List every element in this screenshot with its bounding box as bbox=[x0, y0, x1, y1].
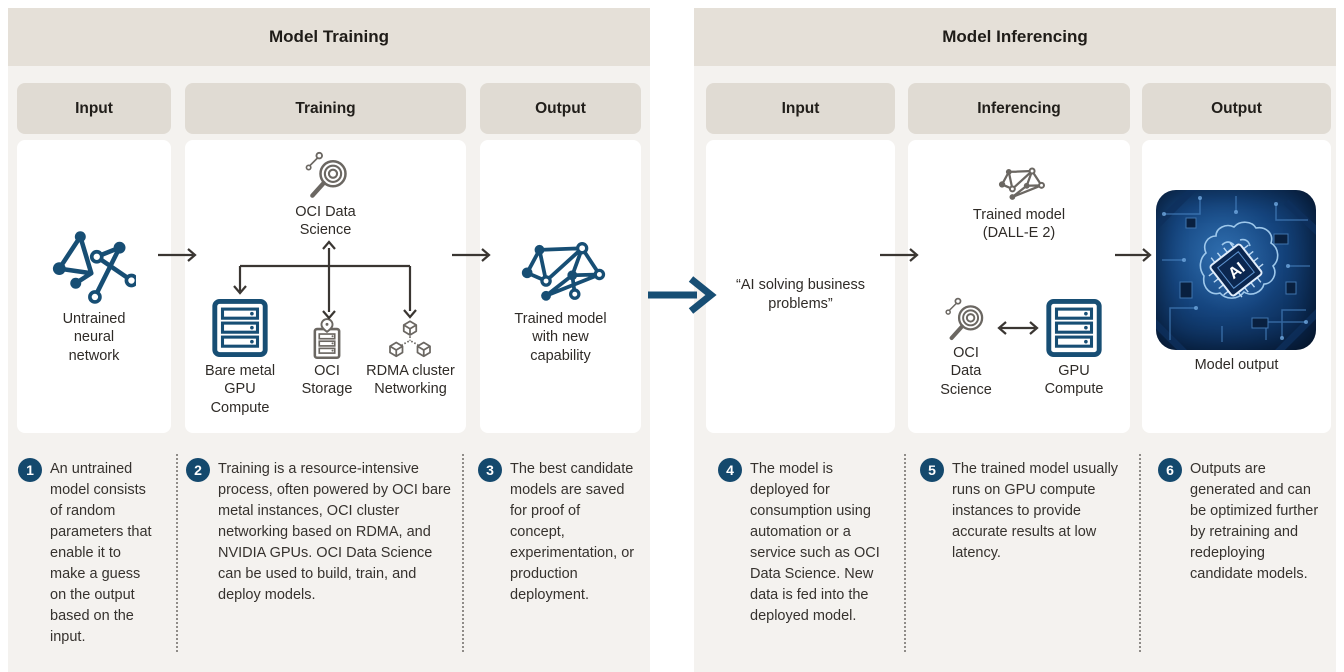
bare-metal-gpu-label: Bare metal GPU Compute bbox=[204, 363, 276, 416]
ai-chip-icon: AI bbox=[1208, 242, 1264, 298]
oci-data-science-icon bbox=[302, 150, 354, 200]
note-text: An untrained model consists of random pa… bbox=[50, 461, 152, 645]
card-inferencing bbox=[908, 140, 1130, 433]
rdma-networking-label: RDMA cluster Networking bbox=[366, 363, 455, 398]
oci-data-science-label-inferencing: OCI Data Science bbox=[940, 345, 992, 398]
column-header-output-training: Output bbox=[480, 83, 641, 134]
note-number-badge: 4 bbox=[718, 458, 742, 482]
trained-network-label: Trained model with new capability bbox=[514, 311, 607, 364]
oci-storage-icon bbox=[310, 318, 344, 360]
note-number-badge: 6 bbox=[1158, 458, 1182, 482]
model-training-header-bar: Model Training bbox=[8, 8, 650, 66]
note-number-badge: 5 bbox=[920, 458, 944, 482]
note-text: The trained model usually runs on GPU co… bbox=[952, 461, 1119, 561]
column-header-inferencing: Inferencing bbox=[908, 83, 1130, 134]
trained-model-label: Trained model (DALL-E 2) bbox=[972, 207, 1066, 242]
note-text: The best candidate models are saved for … bbox=[510, 461, 635, 603]
note-text: Outputs are generated and can be optimiz… bbox=[1190, 461, 1319, 582]
card-input-training bbox=[17, 140, 171, 433]
oci-storage-label: OCI Storage bbox=[301, 363, 353, 398]
note-divider bbox=[1139, 454, 1141, 652]
note-divider bbox=[462, 454, 464, 652]
note-divider bbox=[176, 454, 178, 652]
model-output-label: Model output bbox=[1194, 357, 1279, 373]
bare-metal-gpu-icon bbox=[212, 298, 268, 358]
oci-data-science-label: OCI Data Science bbox=[295, 204, 356, 239]
note-number-badge: 2 bbox=[186, 458, 210, 482]
note-text: The model is deployed for consumption us… bbox=[750, 461, 880, 624]
column-header-output-inferencing: Output bbox=[1142, 83, 1331, 134]
card-training bbox=[185, 140, 466, 433]
note-number-badge: 3 bbox=[478, 458, 502, 482]
untrained-network-icon bbox=[52, 226, 136, 304]
note-number-badge: 1 bbox=[18, 458, 42, 482]
model-inferencing-header-bar: Model Inferencing bbox=[694, 8, 1336, 66]
column-header-training: Training bbox=[185, 83, 466, 134]
oci-data-science-icon-inferencing bbox=[943, 296, 989, 342]
column-header-input-inferencing: Input bbox=[706, 83, 895, 134]
model-output-image: AI bbox=[1156, 190, 1316, 350]
note-text: Training is a resource-intensive process… bbox=[218, 461, 451, 603]
trained-network-icon bbox=[507, 240, 613, 304]
untrained-network-label: Untrained neural network bbox=[62, 311, 126, 364]
gpu-compute-icon bbox=[1046, 298, 1102, 358]
column-header-input-training: Input bbox=[17, 83, 171, 134]
rdma-networking-icon bbox=[384, 320, 436, 360]
note-divider bbox=[904, 454, 906, 652]
section-title-inferencing: Model Inferencing bbox=[942, 27, 1088, 46]
gpu-compute-label: GPU Compute bbox=[1044, 363, 1104, 398]
section-title-training: Model Training bbox=[269, 27, 389, 46]
trained-model-icon bbox=[994, 166, 1046, 202]
prompt-text: “AI solving business problems” bbox=[736, 277, 865, 312]
card-input-inferencing bbox=[706, 140, 895, 433]
